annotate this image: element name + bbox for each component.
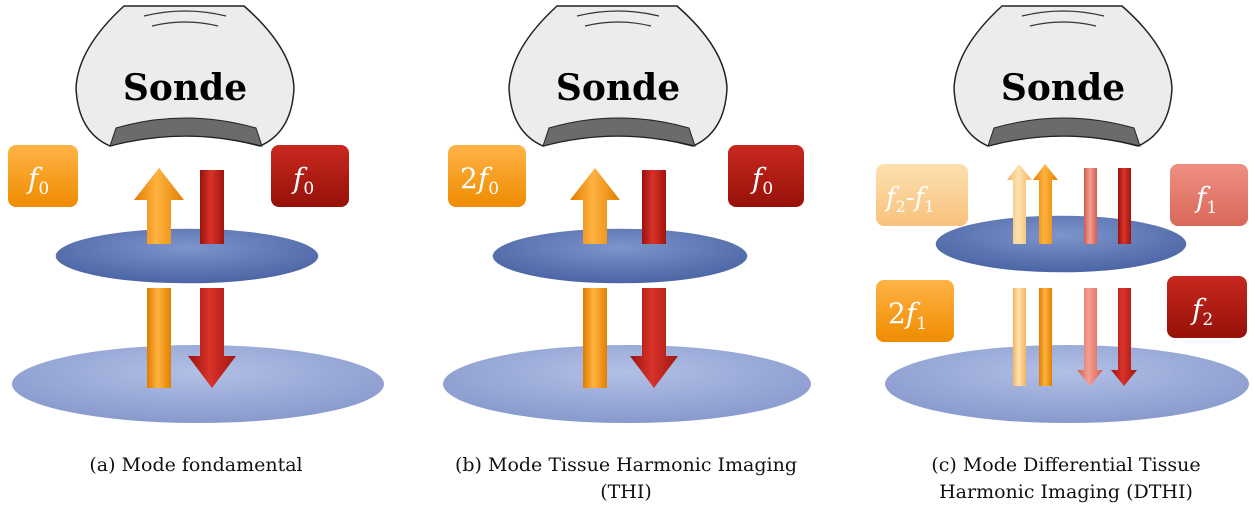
red-arrow-upper [642,170,666,244]
probe: Sonde [508,5,728,147]
panel-a: Sonde f0 f0 [8,5,386,425]
red-arrow-lower [630,288,678,388]
probe: Sonde [953,5,1173,147]
badge-f0-red: f0 [728,145,804,207]
orange-arrow-lower [583,288,607,388]
caption-line: (THI) [600,481,652,503]
probe-lens [542,117,696,147]
red-arrow-upper [1118,168,1131,244]
red-arrow-upper [200,170,224,244]
badge-f1-pink: f1 [1170,164,1248,226]
caption-b: (b) Mode Tissue Harmonic Imaging (THI) [446,452,806,506]
caption-c: (c) Mode Differential Tissue Harmonic Im… [886,452,1246,506]
orange-arrow-lower [1039,288,1052,386]
panel-b: Sonde 2f0 f0 [441,5,813,425]
caption-line: (c) Mode Differential Tissue [931,454,1201,476]
probe-label: Sonde [1001,67,1125,109]
badge-f2-red: f2 [1167,276,1247,338]
top-tissue-layer [54,227,320,285]
orange-arrow-up [570,168,620,244]
bottom-tissue-layer [10,343,386,425]
light-orange-arrow-up [1007,164,1032,244]
caption-a: (a) Mode fondamental [16,452,376,479]
probe-lens [109,117,263,147]
bottom-tissue-layer [441,343,813,425]
badge-f2-minus-f1: f2-f1 [876,164,968,226]
bottom-tissue-layer [883,343,1251,425]
top-tissue-layer [491,227,749,285]
top-tissue-layer [934,214,1188,274]
red-arrow-lower [188,288,236,388]
badge-f0-orange: f0 [8,145,78,207]
caption-line: (a) Mode fondamental [89,454,303,476]
light-orange-arrow-lower [1013,288,1026,386]
probe: Sonde [75,5,295,147]
caption-line: (b) Mode Tissue Harmonic Imaging [454,454,798,476]
orange-arrow-up [1033,164,1058,244]
pink-arrow-lower [1077,288,1103,386]
probe-label: Sonde [123,67,247,109]
pink-arrow-upper [1084,168,1097,244]
badge-2f1-orange: 2f1 [876,280,954,342]
panel-c: Sonde f2-f1 2f1 f1 f2 [876,5,1251,425]
red-arrow-lower [1111,288,1137,386]
probe-lens [987,117,1141,147]
badge-2f0-orange: 2f0 [448,145,526,207]
orange-arrow-up [134,168,184,244]
badge-f0-red: f0 [271,145,349,207]
orange-arrow-lower [147,288,171,388]
caption-line: Harmonic Imaging (DTHI) [939,481,1193,503]
probe-label: Sonde [556,67,680,109]
